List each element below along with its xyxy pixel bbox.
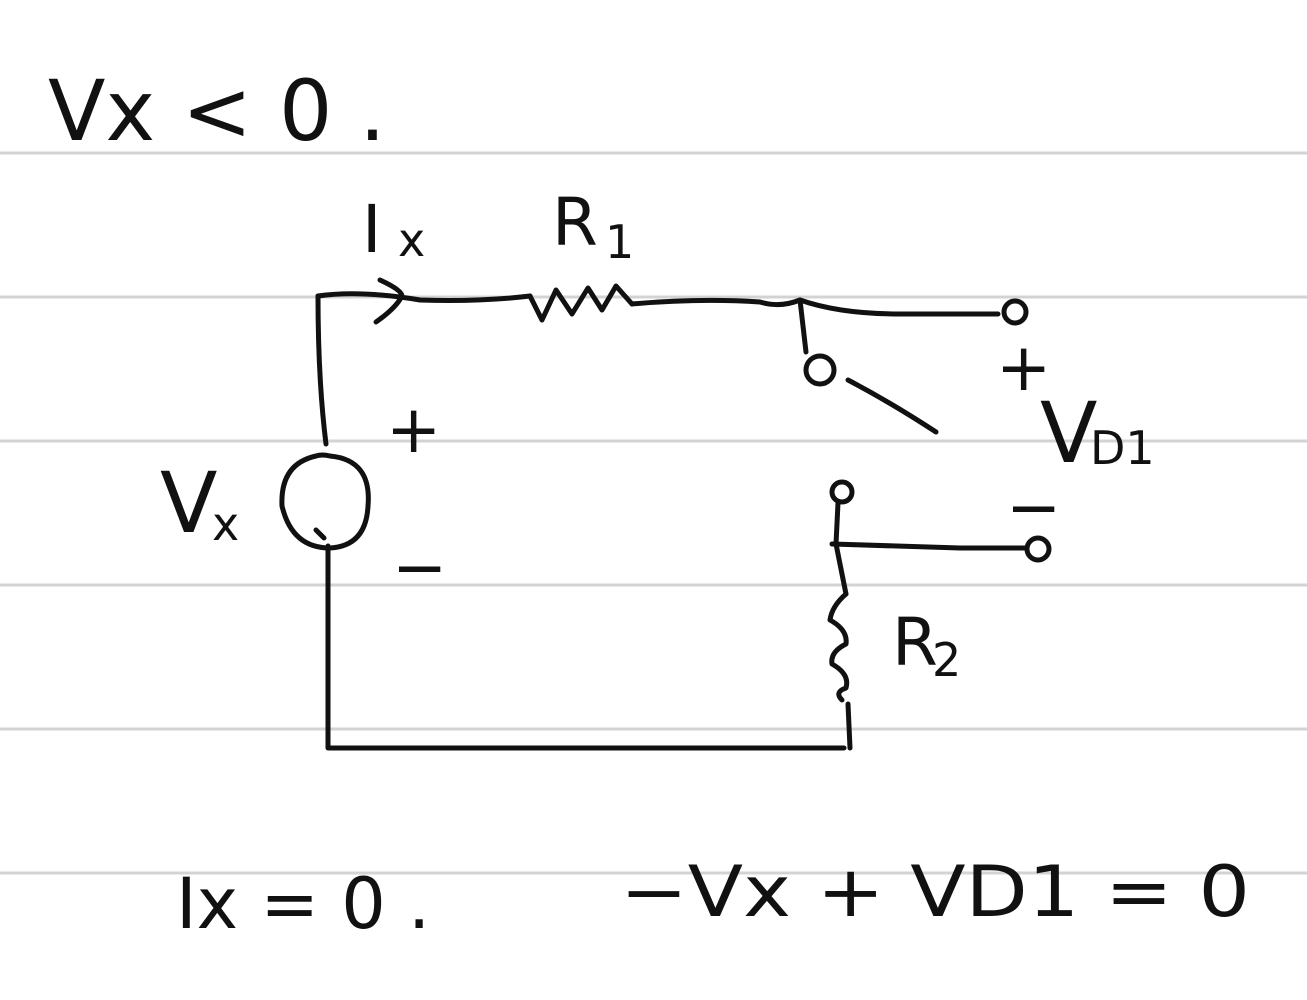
wire-to-switch [797, 297, 809, 355]
source-label-sub: x [212, 497, 239, 551]
source-label-main: V [160, 454, 217, 552]
wire-to-vd1-minus [833, 500, 841, 547]
switch-contact-bottom [829, 479, 855, 505]
terminal-vd1-minus [1024, 535, 1052, 563]
switch-blade [845, 377, 939, 435]
r2-label-sub: 2 [932, 633, 961, 687]
r1-label: R 1 [552, 184, 634, 269]
resistor-r1 [527, 283, 635, 323]
current-label-sub: x [398, 213, 425, 267]
wire-top-left [315, 291, 533, 303]
vd1-plus-sign: + [996, 329, 1051, 406]
terminal-vd1-plus [1001, 298, 1029, 326]
wire-left [315, 293, 329, 447]
condition-text: Vx < 0 . [48, 62, 386, 160]
wire-top-right [629, 297, 803, 308]
voltage-source-symbol [279, 452, 371, 551]
ruled-lines [0, 151, 1307, 875]
current-arrow-icon [373, 277, 405, 325]
wire-r2-bottom [845, 701, 853, 751]
current-label: I x [362, 191, 425, 268]
vd1-label-main: V [1040, 384, 1097, 482]
r2-label: R 2 [892, 604, 961, 687]
current-result-text: Ix = 0 . [176, 863, 430, 945]
resistor-r2 [827, 591, 850, 703]
vd1-label: V D1 [1040, 384, 1155, 482]
wire-vd1-minus [829, 541, 1028, 551]
r1-label-main: R [552, 184, 598, 261]
r1-label-sub: 1 [605, 215, 634, 269]
voltage-source-tick [313, 527, 327, 541]
switch-contact-top [803, 353, 837, 387]
kvl-equation-text: −Vx + VD1 = 0 [620, 851, 1250, 933]
r2-label-main: R [892, 604, 938, 681]
source-plus-sign: + [386, 391, 441, 468]
vd1-label-sub: D1 [1090, 421, 1155, 475]
wire-to-vd1-plus [797, 297, 1001, 317]
wire-bottom [325, 543, 847, 751]
vd1-minus-sign: − [1006, 469, 1061, 546]
source-label: V x [160, 454, 239, 552]
wire-to-r2 [833, 541, 849, 597]
source-minus-sign: − [392, 529, 447, 606]
current-label-main: I [362, 191, 381, 268]
